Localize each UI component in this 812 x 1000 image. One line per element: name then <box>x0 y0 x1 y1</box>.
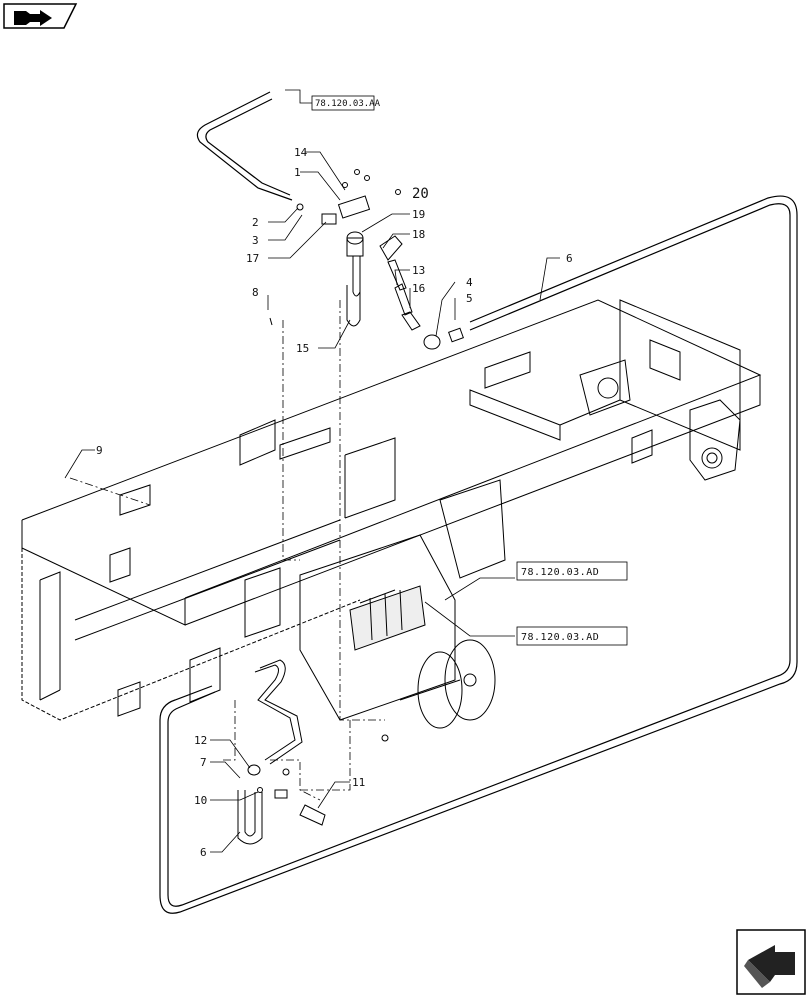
callout-15: 15 <box>296 342 309 355</box>
reference-label: 78.120.03.AD <box>521 632 599 643</box>
reference-label: 78.120.03.AA <box>315 99 381 109</box>
callout-8: 8 <box>252 286 259 299</box>
callout-5: 5 <box>466 292 473 305</box>
reference-box-mid-1[interactable]: 78.120.03.AD <box>516 561 628 581</box>
tube-upper <box>196 91 293 201</box>
callout-1: 1 <box>294 166 301 179</box>
back-arrow-icon[interactable] <box>3 3 78 29</box>
leader-lines <box>64 89 560 853</box>
lower-fittings <box>237 659 389 845</box>
callout-4: 4 <box>466 276 473 289</box>
callout-12: 12 <box>194 734 207 747</box>
callout-20: 20 <box>412 186 429 202</box>
callout-7: 7 <box>200 756 207 769</box>
reference-box-mid-2[interactable]: 78.120.03.AD <box>516 626 628 646</box>
machine-frame <box>21 299 762 729</box>
callout-16: 16 <box>412 282 425 295</box>
next-page-arrow-icon[interactable] <box>736 929 806 995</box>
callout-14: 14 <box>294 146 308 159</box>
reference-label: 78.120.03.AD <box>521 567 599 578</box>
callout-10: 10 <box>194 794 207 807</box>
callout-2: 2 <box>252 216 259 229</box>
callout-6-upper: 6 <box>566 252 573 265</box>
callout-9: 9 <box>96 444 103 457</box>
hose-6 <box>159 195 798 914</box>
assembly-lines <box>69 300 385 801</box>
callout-6-lower: 6 <box>200 846 207 859</box>
callout-18: 18 <box>412 228 425 241</box>
callout-19: 19 <box>412 208 425 221</box>
callout-11: 11 <box>352 776 365 789</box>
upper-fittings <box>269 169 464 350</box>
callout-3: 3 <box>252 234 259 247</box>
callout-13: 13 <box>412 264 425 277</box>
reference-box-top[interactable]: 78.120.03.AA <box>311 95 381 111</box>
callout-17: 17 <box>246 252 259 265</box>
